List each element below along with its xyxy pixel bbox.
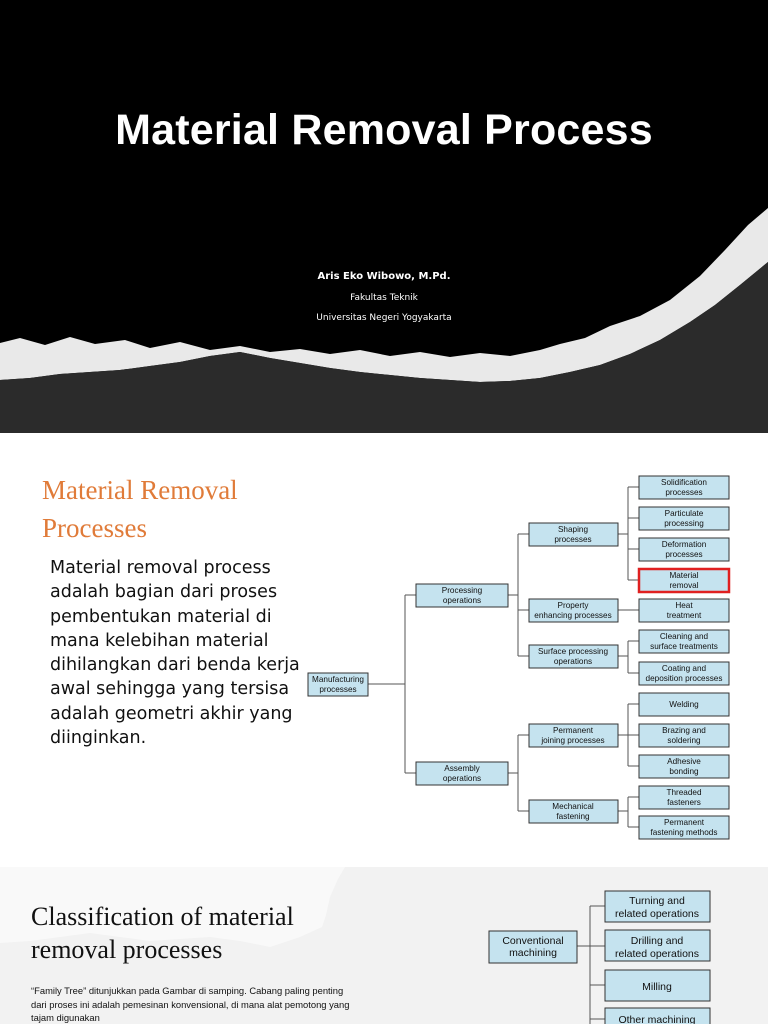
label-permanent-fastening-1: Permanent [664,818,705,827]
label-mechanical-1: Mechanical [552,802,594,811]
label-deformation-1: Deformation [662,540,707,549]
label-manufacturing-2: processes [319,685,356,694]
label-permanent-fastening-2: fastening methods [651,828,718,837]
label-assembly-1: Assembly [444,764,480,773]
university-name: Universitas Negeri Yogyakarta [316,313,452,323]
label-material-removal-2: removal [669,581,698,590]
label-solidification-1: Solidification [661,478,707,487]
brush-stroke-decoration [0,867,345,947]
label-material-removal-1: Material [669,571,698,580]
label-processing-2: operations [443,596,481,605]
box-deformation [638,537,730,562]
box-threaded [638,785,730,810]
box-material-removal-highlighted [637,567,731,594]
label-mechanical-2: fastening [556,812,590,821]
label-turning-2: related operations [615,908,699,920]
box-property [528,598,619,623]
material-removal-slide: Material Removal Processes Material remo… [0,433,768,867]
classification-slide: Classification of material removal proce… [0,867,768,1024]
box-turning [604,890,711,923]
manufacturing-tree-diagram: Manufacturing processes Processing opera… [307,475,731,840]
label-brazing-1: Brazing and [662,726,706,735]
torn-paper-decoration [0,208,768,433]
machining-tree-diagram: Conventional machining Turning and relat… [488,890,711,1024]
box-processing [415,583,509,608]
label-coating-2: deposition processes [646,674,723,683]
label-shaping-2: processes [554,535,591,544]
author-name: Aris Eko Wibowo, M.Pd. [317,271,451,282]
label-drilling-1: Drilling and [631,935,684,947]
slide-heading: Classification of material removal proce… [31,902,294,964]
slide-body-text: “Family Tree” ditunjukkan pada Gambar di… [31,985,350,1023]
box-particulate [638,506,730,531]
label-particulate-2: processing [664,519,704,528]
label-shaping-1: Shaping [558,525,588,534]
label-drilling-2: related operations [615,948,699,960]
box-heat [638,598,730,623]
box-manufacturing [307,672,369,697]
label-threaded-2: fasteners [667,798,701,807]
box-brazing [638,723,730,748]
box-assembly [415,761,509,786]
label-property-2: enhancing processes [534,611,611,620]
title-slide: Material Removal Process Aris Eko Wibowo… [0,0,768,433]
label-cleaning-2: surface treatments [650,642,718,651]
label-milling: Milling [642,981,672,993]
box-conventional-machining [488,930,578,964]
faculty-name: Fakultas Teknik [350,293,418,303]
label-property-1: Property [558,601,590,610]
presentation-title: Material Removal Process [115,106,653,154]
label-other-machining: Other machining [618,1014,695,1024]
label-coating-1: Coating and [662,664,707,673]
label-permanent-2: joining processes [540,736,604,745]
label-particulate-1: Particulate [665,509,704,518]
label-adhesive-2: bonding [669,767,699,776]
label-deformation-2: processes [665,550,702,559]
label-welding: Welding [669,700,699,709]
label-conventional-1: Conventional [502,935,563,947]
box-surface [528,644,619,669]
label-processing-1: Processing [442,586,483,595]
box-permanent-joining [528,723,619,748]
box-coating [638,661,730,686]
label-threaded-1: Threaded [666,788,701,797]
label-conventional-2: machining [509,947,557,959]
box-shaping [528,522,619,547]
label-solidification-2: processes [665,488,702,497]
box-drilling [604,929,711,962]
label-cleaning-1: Cleaning and [660,632,709,641]
box-welding [638,692,730,717]
slide-body-text: Material removal process adalah bagian d… [50,558,300,749]
label-surface-2: operations [554,657,592,666]
label-surface-1: Surface processing [538,647,609,656]
label-heat-1: Heat [675,601,693,610]
label-permanent-1: Permanent [553,726,594,735]
label-assembly-2: operations [443,774,481,783]
slide-heading: Material Removal Processes [42,475,238,543]
box-cleaning [638,629,730,654]
box-permanent-fastening [638,815,730,840]
box-solidification [638,475,730,500]
label-adhesive-1: Adhesive [667,757,701,766]
label-manufacturing-1: Manufacturing [312,675,364,684]
box-mechanical [528,799,619,824]
label-turning-1: Turning and [629,895,685,907]
box-milling [604,969,711,1002]
label-brazing-2: soldering [667,736,701,745]
label-heat-2: treatment [667,611,702,620]
box-adhesive [638,754,730,779]
